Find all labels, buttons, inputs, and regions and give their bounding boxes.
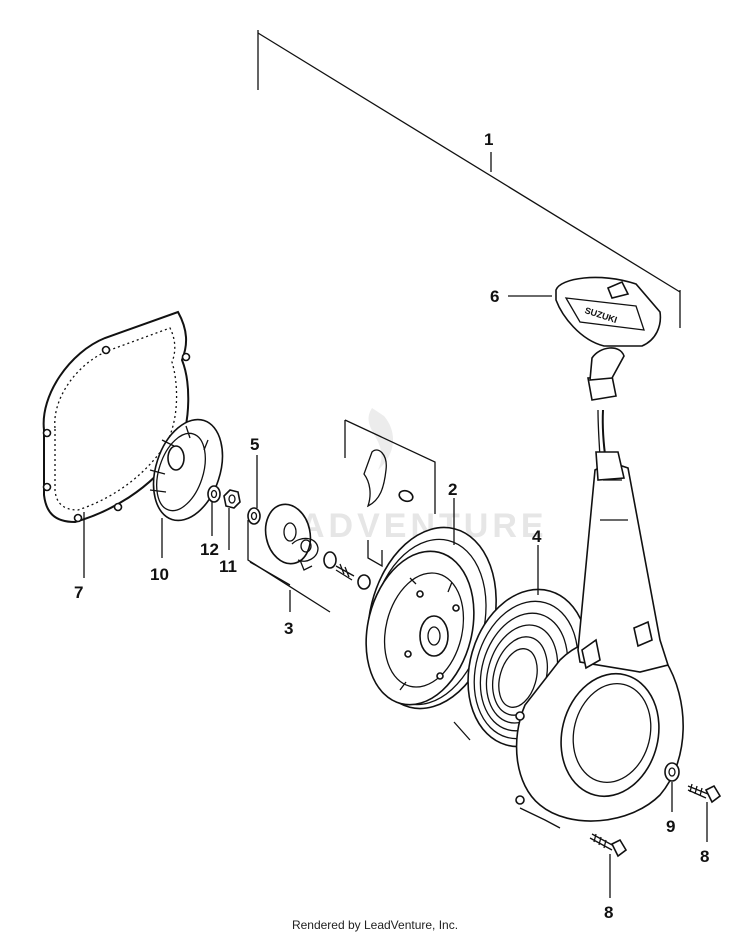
bolt-8-bottom	[589, 833, 628, 858]
callout-3: 3	[284, 619, 293, 638]
reel-pulley	[365, 526, 497, 710]
bolt-8-right	[687, 783, 722, 804]
washer-5	[247, 507, 261, 525]
callout-6: 6	[490, 287, 499, 306]
callout-5: 5	[250, 435, 259, 454]
callout-10: 10	[150, 565, 169, 584]
starter-handle: SUZUKI	[555, 276, 662, 481]
callout-9: 9	[666, 817, 675, 836]
leader-lines	[83, 295, 708, 898]
callout-8-bottom: 8	[604, 903, 613, 922]
washer-9	[664, 762, 680, 782]
callout-12: 12	[200, 540, 219, 559]
callout-2: 2	[448, 480, 457, 499]
callouts: 1 2 3 4 5 6 7 8 8 9 10 11 12	[74, 130, 709, 922]
callout-4: 4	[532, 527, 542, 546]
watermark: ADVENTURE	[300, 408, 544, 545]
ratchet-kit	[247, 419, 436, 613]
washer-and-nut	[207, 485, 241, 509]
callout-8-right: 8	[700, 847, 709, 866]
footer-credit: Rendered by LeadVenture, Inc.	[291, 918, 459, 932]
gasket	[42, 310, 191, 524]
assembly-bracket	[257, 30, 681, 328]
callout-1: 1	[484, 130, 493, 149]
callout-11: 11	[219, 557, 237, 576]
starter-case	[515, 461, 684, 829]
drive-cup	[149, 418, 224, 522]
callout-7: 7	[74, 583, 83, 602]
